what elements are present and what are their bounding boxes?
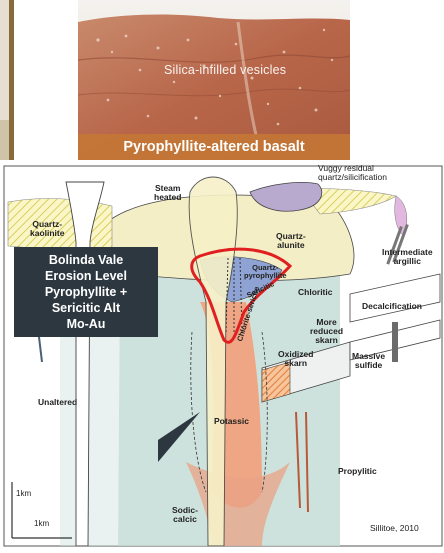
- bolinda-vale-callout: Bolinda Vale Erosion Level Pyrophyllite …: [14, 247, 158, 337]
- label-decalcification: Decalcification: [362, 302, 422, 311]
- callout-line-5: Mo-Au: [14, 316, 158, 332]
- callout-line-4: Sericitic Alt: [14, 300, 158, 316]
- adjacent-photo-edge: [0, 0, 14, 160]
- callout-line-1: Bolinda Vale: [14, 252, 158, 268]
- callout-line-3: Pyrophyllite +: [14, 284, 158, 300]
- label-unaltered: Unaltered: [38, 398, 77, 407]
- label-scale-horizontal: 1km: [34, 520, 49, 528]
- label-chloritic: Chloritic: [298, 288, 332, 297]
- label-credit: Sillitoe, 2010: [370, 524, 419, 533]
- callout-line-2: Erosion Level: [14, 268, 158, 284]
- label-quartz-kaolinite: Quartz-kaolinite: [30, 220, 64, 238]
- label-propylitic: Propylitic: [338, 467, 377, 476]
- photo-caption: Silica-infilled vesicles: [164, 63, 286, 77]
- basalt-photo: Silica-infilled vesicles Pyrophyllite-al…: [78, 0, 350, 160]
- photo-title: Pyrophyllite-altered basalt: [78, 134, 350, 160]
- label-quartz-pyrophyllite: Quartz-pyrophyllite: [244, 264, 287, 280]
- label-scale-vertical: 1km: [16, 490, 31, 498]
- label-sodic-calcic: Sodic-calcic: [172, 506, 198, 524]
- label-quartz-alunite: Quartz-alunite: [276, 232, 306, 250]
- label-potassic: Potassic: [214, 417, 249, 426]
- adjacent-photo-edge-graphic: [0, 0, 14, 160]
